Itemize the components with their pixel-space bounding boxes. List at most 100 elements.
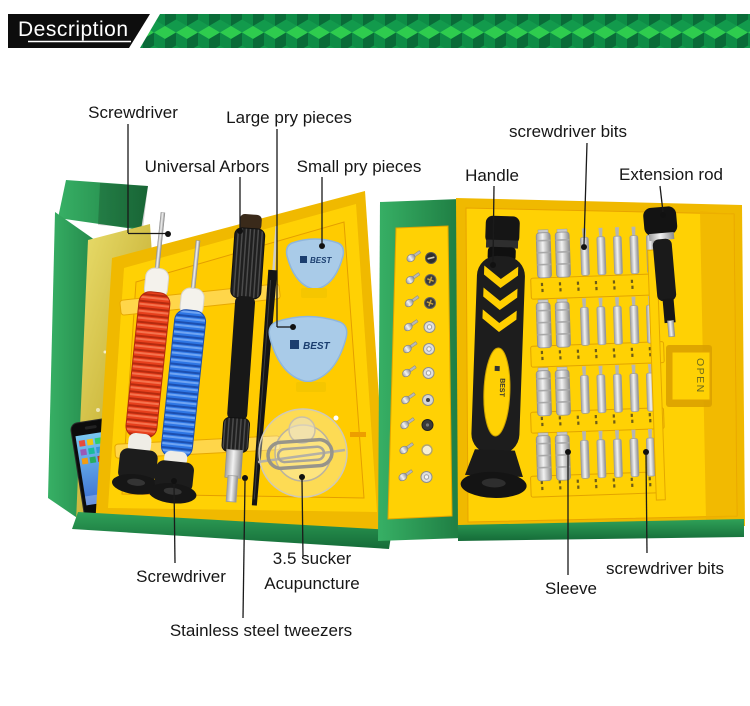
small-pry-piece: BEST [285,238,345,298]
label-tweezers: Stainless steel tweezers [169,621,353,640]
left-case-top-flap [58,180,148,230]
right-case-base [458,519,744,541]
suction-cup [258,408,348,498]
right-case: BEST OPEN [456,198,745,541]
label-sucker: 3.5 sucker Acupuncture [264,546,359,596]
screw-row [401,392,434,406]
top-banner [8,14,750,48]
torx-head-icon [422,394,434,406]
screw-row [400,417,434,431]
bit-row [530,428,665,498]
bits-side-rail [647,249,666,501]
screw-icon [401,392,416,405]
right-tray-side-shade [700,211,737,520]
screw-icon [402,341,418,354]
screw-row [402,341,435,355]
screwdriver-bit [629,296,640,345]
screwdriver-bit [596,430,607,479]
screw-icon [402,365,417,378]
phillips-head-icon [424,297,436,309]
slot-head-icon [425,252,437,264]
sleeve-bit [535,229,552,279]
sparkle [96,408,100,412]
screw-icon [405,272,421,285]
pry-logo-text: BEST [303,341,331,352]
screw-row [399,442,433,456]
screwdriver-bit [629,364,640,413]
pry-holder-tab [301,288,327,298]
label-small-pry: Small pry pieces [296,157,422,176]
screwdriver-bit [612,365,623,413]
red-screwdriver [111,212,171,495]
screw-row [402,365,435,379]
label-sucker-line1: 3.5 sucker [272,549,352,568]
screw-row [398,469,433,483]
screw-icon [404,295,420,308]
sleeve-bit [554,366,571,416]
sim-eject-pin [257,437,346,471]
pry-logo-text: BEST [310,256,332,265]
label-screwdriver-bits-bottom: screwdriver bits [605,559,725,578]
screw-row [406,250,437,264]
screw-row [405,272,437,286]
spine-yellow-panel [387,225,453,520]
screw-row [404,295,436,309]
screwdriver-bit [596,297,607,346]
screw-icon [399,442,414,455]
label-screwdriver-bottom: Screwdriver [136,567,226,586]
left-case-base [72,512,392,549]
screw-icon [400,417,415,430]
tray-mark [350,432,366,437]
sleeve-bit [554,228,571,278]
bit-row [530,295,665,368]
screwdriver-bit [629,429,640,478]
pry-logo-cube-icon [300,256,307,263]
universal-arbor [221,213,266,503]
star-head-icon [421,419,434,431]
screwdriver-bit [596,227,607,276]
handle-logo-cube-icon [494,365,500,372]
open-label: OPEN [694,358,706,394]
callout-lines [127,124,664,619]
screwdriver-bit [629,226,640,275]
screwdriver-bit [612,227,623,275]
sleeve-bit [535,299,552,349]
sleeve-bit [535,367,552,417]
description-tab-label: Description [18,18,129,41]
screw-icon [403,319,419,332]
bit-row [530,363,665,434]
large-pry-piece: BEST [268,315,348,392]
screwdriver-bit [612,297,623,345]
pry-logo-cube-icon [290,340,299,349]
label-universal-arbors: Universal Arbors [144,157,270,176]
screwdriver-bit [596,365,607,414]
sleeve-bit [554,431,571,481]
left-case: BEST TOOLS Precision telecommunication t… [48,180,392,549]
extension-rod [643,206,678,338]
bit-row [530,225,665,300]
sleeve-bit [554,298,571,348]
description-tab-shape [8,14,150,48]
circle-head-icon [421,444,433,456]
label-screwdriver-bits-top: screwdriver bits [508,122,628,141]
screwdriver-bit [579,431,590,479]
screwdriver-bit [612,430,623,478]
label-sleeve: Sleeve [545,579,597,598]
open-clasp: OPEN [666,345,712,407]
ring-head-icon [423,343,435,355]
ring-head-icon [423,321,436,333]
screw-row [403,319,436,333]
label-screwdriver-top: Screwdriver [88,103,178,122]
callout-dots [165,212,666,484]
screwdriver-bit [579,366,590,414]
sparkle [103,350,107,354]
ring-head-icon [420,471,433,483]
pry-holder-tab [296,382,326,392]
screw-sample-rows [398,250,437,483]
sleeve-bit [535,432,552,482]
ring-head-icon [422,367,435,379]
screw-icon [406,250,422,263]
screwdriver-bit [579,298,590,346]
